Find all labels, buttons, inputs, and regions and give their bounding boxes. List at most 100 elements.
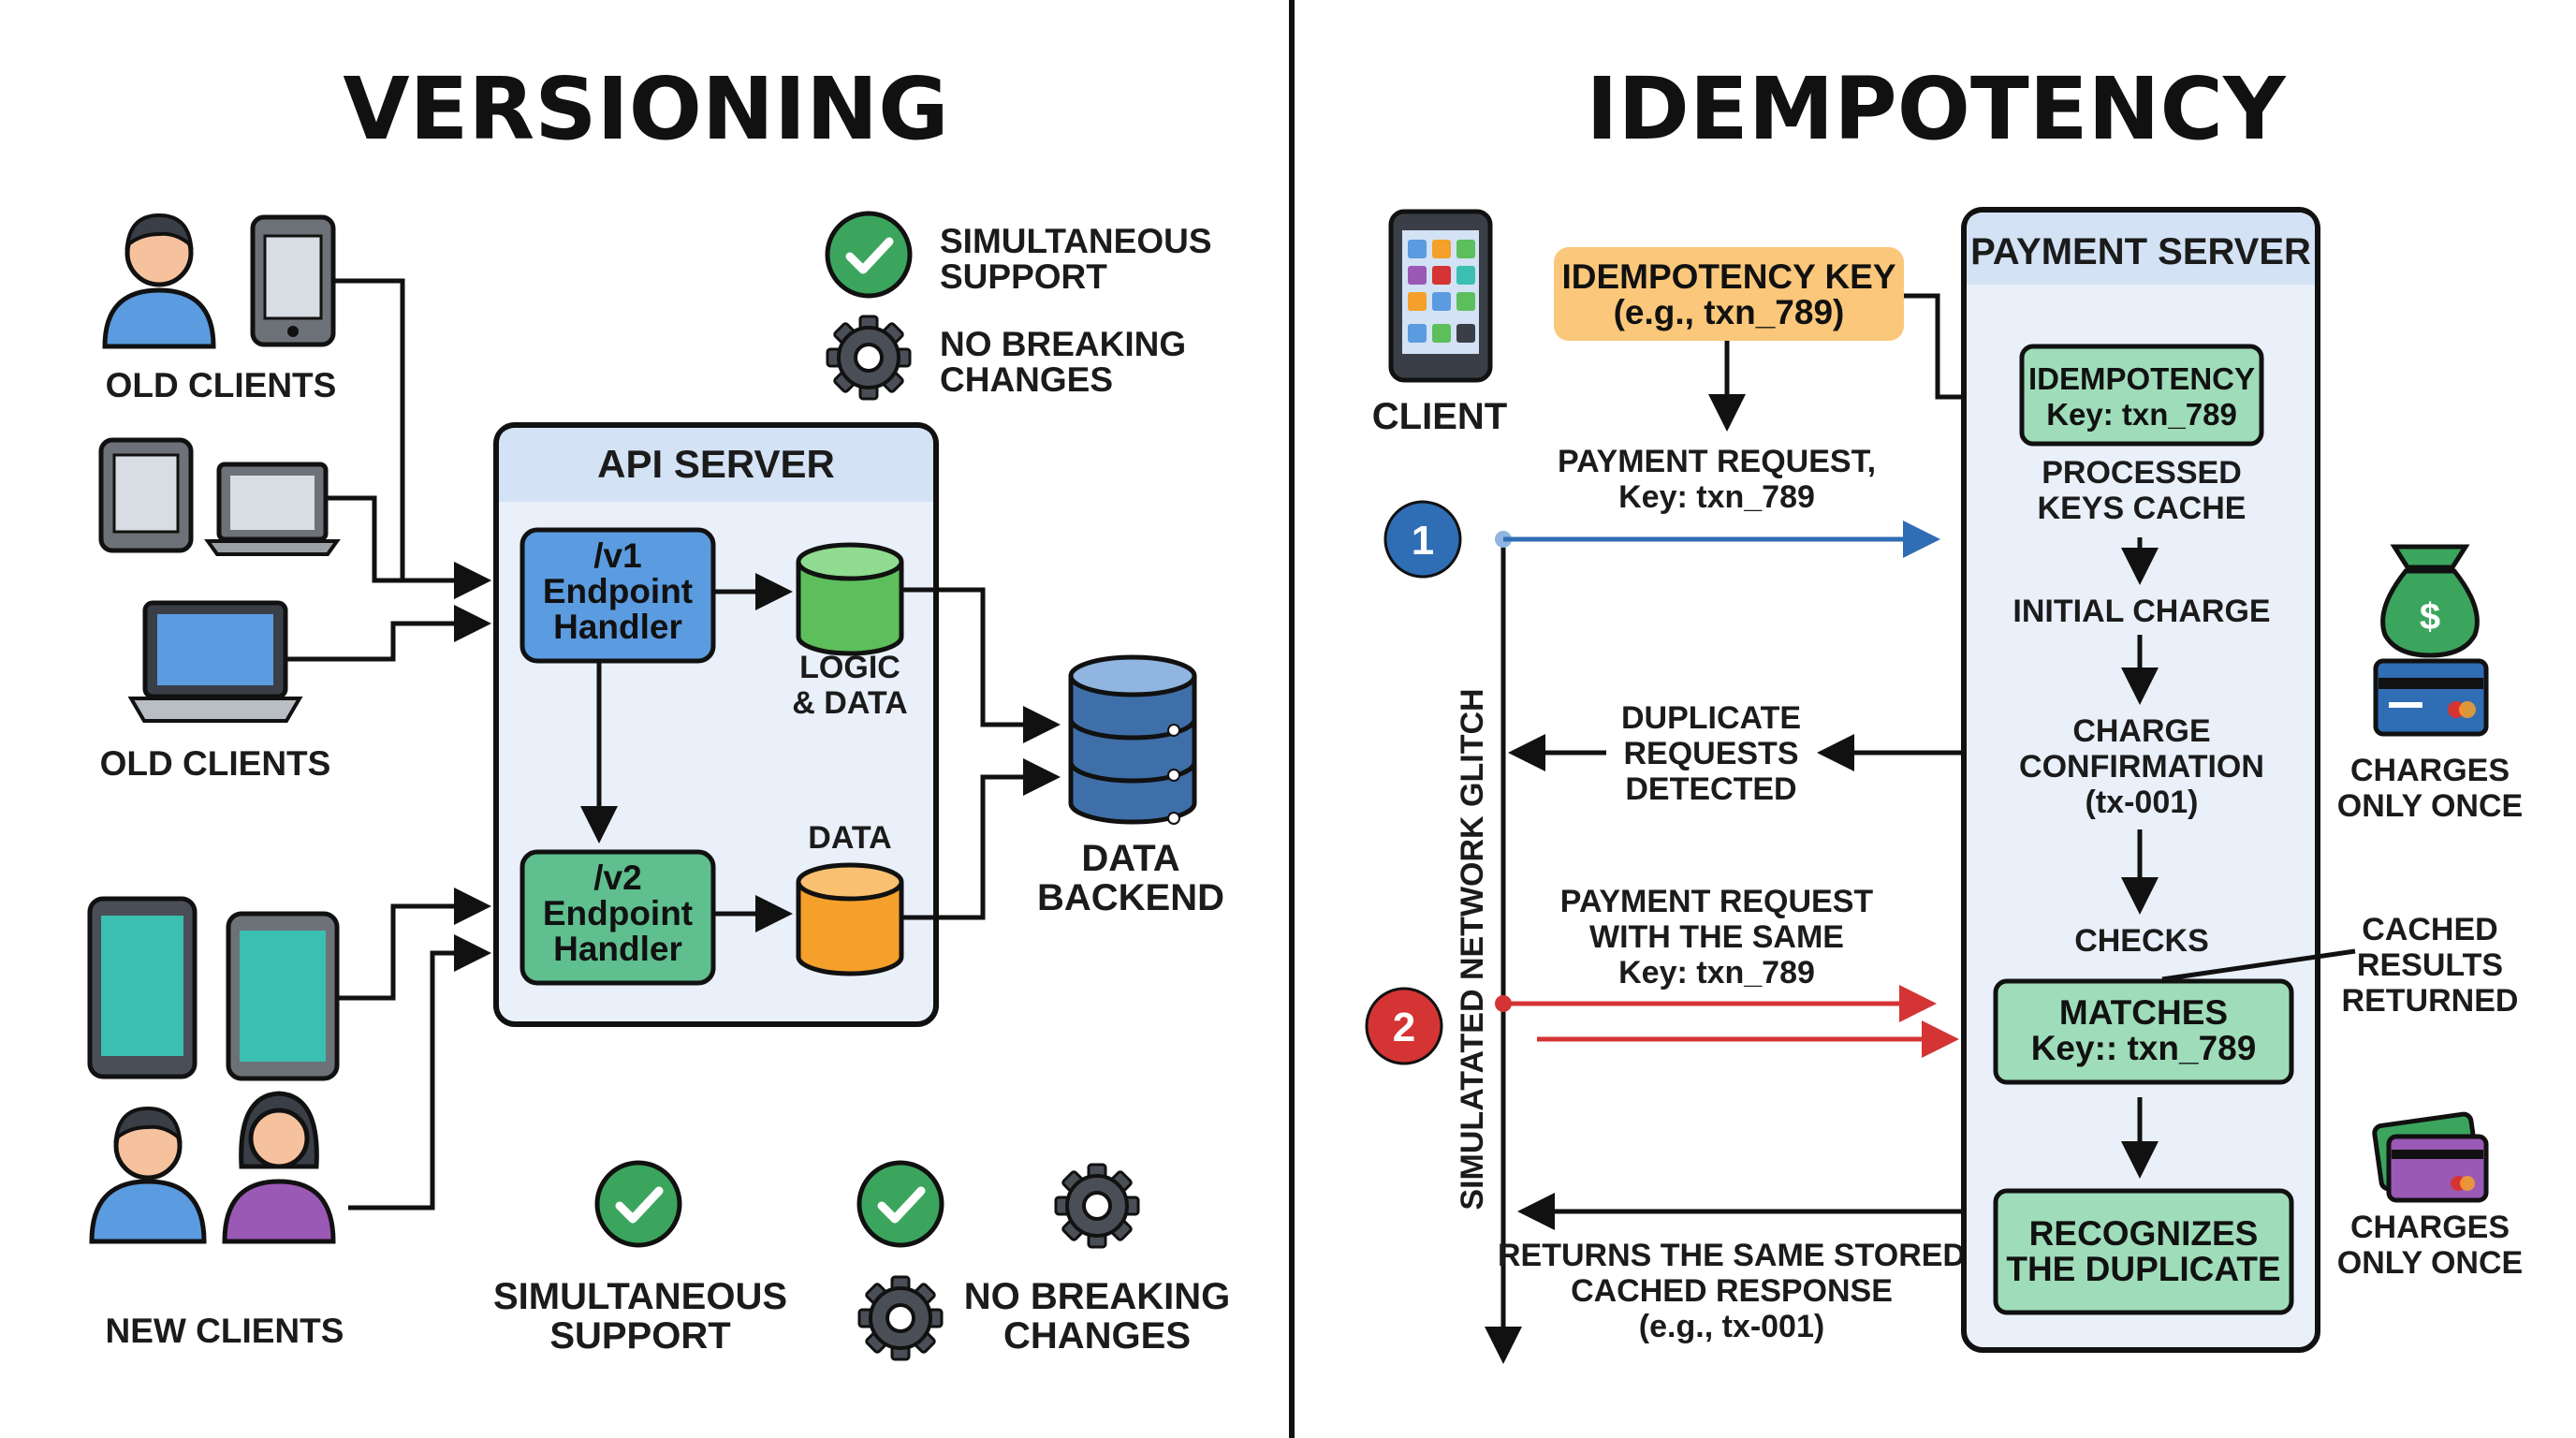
api-server-label: API SERVER [597, 442, 835, 486]
payment-same-line-1: PAYMENT REQUEST [1560, 884, 1874, 919]
v2-handler-line-3: Handler [553, 930, 682, 968]
charges-once-1-line-1: CHARGES [2350, 753, 2510, 788]
laptop-icon [204, 462, 341, 556]
v1-handler-line-1: /v1 [593, 536, 641, 575]
phone-icon [1388, 209, 1493, 383]
charges-once-2-line-1: CHARGES [2350, 1210, 2510, 1245]
cached-results-line-2: RESULTS [2357, 947, 2503, 983]
user-icon [222, 1091, 336, 1244]
idem-box-line-2: Key: txn_789 [2046, 397, 2237, 432]
returns-line-3: (e.g., tx-001) [1639, 1309, 1824, 1344]
logic-data-line-2: & DATA [792, 685, 907, 721]
step-2-badge [1365, 987, 1443, 1065]
user-icon [102, 213, 216, 349]
matches-line-2: Key:: txn_789 [2031, 1029, 2257, 1067]
check-circle-icon [597, 1163, 680, 1245]
legend-bottom-support-line-2: SUPPORT [549, 1315, 730, 1357]
confirmation-line-1: CHARGE [2072, 713, 2210, 749]
database-icon [796, 862, 904, 976]
recognizes-line-2: THE DUPLICATE [2006, 1250, 2280, 1288]
data-label: DATA [808, 820, 891, 856]
legend-bottom-breaking-line-1: NO BREAKING [964, 1276, 1230, 1317]
phone-icon [250, 214, 336, 347]
versioning-title: VERSIONING [343, 59, 948, 159]
duplicate-line-1: DUPLICATE [1621, 700, 1801, 736]
connector-old-tablet [326, 495, 491, 599]
charges-once-1-line-2: ONLY ONCE [2337, 788, 2523, 824]
gear-icon [857, 1275, 944, 1361]
old-clients-label-1: OLD CLIENTS [106, 366, 337, 404]
credit-card-icon [2373, 658, 2489, 737]
connector-old-laptop [285, 605, 491, 662]
database-icon [796, 542, 904, 656]
processed-cache-line-1: PROCESSED [2042, 455, 2242, 491]
payment-server-label: PAYMENT SERVER [1970, 231, 2311, 272]
v2-handler-line-2: Endpoint [543, 894, 693, 932]
laptop-icon [127, 600, 303, 723]
legend-top-support-line-1: SIMULTANEOUS [940, 222, 1212, 260]
v1-handler-line-2: Endpoint [543, 572, 693, 610]
matches-line-1: MATCHES [2059, 993, 2228, 1032]
idempotency-title: IDEMPOTENCY [1586, 59, 2287, 159]
money-symbol: $ [2420, 596, 2440, 638]
processed-cache-line-2: KEYS CACHE [2038, 491, 2247, 526]
payment-server-header [1967, 213, 2315, 285]
payment-request-line-2: Key: txn_789 [1618, 479, 1815, 515]
gear-icon [826, 315, 912, 401]
v1-handler-line-3: Handler [553, 608, 682, 646]
v2-handler-line-1: /v2 [593, 858, 641, 897]
step-1-badge [1383, 500, 1462, 579]
legend-top-breaking-line-1: NO BREAKING [940, 325, 1186, 363]
step-2-number: 2 [1393, 1005, 1415, 1050]
logic-data-line-1: LOGIC [799, 650, 900, 685]
returns-line-1: RETURNS THE SAME STORED [1498, 1238, 1966, 1273]
gear-icon [1054, 1163, 1140, 1249]
duplicate-line-3: DETECTED [1625, 771, 1796, 807]
connector-old-phone [333, 278, 491, 599]
checks-label: CHECKS [2074, 923, 2209, 959]
idempotency-key-box [1554, 247, 1904, 341]
returns-line-2: CACHED RESPONSE [1571, 1273, 1893, 1309]
legend-bottom-breaking-line-2: CHANGES [1003, 1315, 1191, 1357]
money-bag-icon: $ [2380, 544, 2480, 658]
initial-charge-label: INITIAL CHARGE [2012, 594, 2270, 629]
cached-results-line-3: RETURNED [2342, 983, 2519, 1019]
v1-endpoint-handler [520, 527, 716, 664]
data-backend-line-1: DATA [1081, 838, 1179, 879]
cached-results-leader [2161, 948, 2356, 982]
connector-data-backend [902, 758, 1061, 920]
legend-top-support-line-2: SUPPORT [940, 257, 1107, 296]
connector-new-phone [337, 888, 491, 1001]
old-clients-label-2: OLD CLIENTS [100, 744, 331, 783]
charges-once-2-line-2: ONLY ONCE [2337, 1245, 2523, 1281]
confirmation-line-2: CONFIRMATION [2019, 749, 2264, 785]
legend-bottom-support-line-1: SIMULTANEOUS [493, 1276, 787, 1317]
recognizes-box [1993, 1188, 2294, 1315]
data-backend-line-2: BACKEND [1037, 877, 1224, 918]
legend-top-breaking-line-2: CHANGES [940, 360, 1113, 399]
connector-logic-backend [902, 587, 1061, 743]
cached-results-line-1: CACHED [2362, 912, 2497, 947]
api-server-header [499, 428, 933, 502]
phone-icon [226, 911, 340, 1081]
duplicate-line-2: REQUESTS [1623, 736, 1798, 771]
confirmation-line-3: (tx-001) [2086, 785, 2199, 820]
check-circle-icon [827, 213, 910, 296]
idempotency-cache-box [2019, 344, 2264, 447]
step-1-number: 1 [1412, 518, 1434, 564]
v2-endpoint-handler [520, 849, 716, 986]
payment-same-line-3: Key: txn_789 [1618, 955, 1815, 990]
idem-box-line-1: IDEMPOTENCY [2028, 361, 2255, 396]
network-glitch-label: SIMULATATED NETWORK GLITCH [1455, 688, 1490, 1210]
new-clients-label: NEW CLIENTS [106, 1312, 344, 1350]
credit-card-icon [2372, 1111, 2489, 1203]
check-circle-icon [859, 1163, 942, 1245]
database-icon [1068, 654, 1197, 825]
phone-icon [87, 896, 198, 1079]
user-icon [89, 1106, 207, 1244]
payment-request-line-1: PAYMENT REQUEST, [1558, 444, 1876, 479]
matches-box [1993, 978, 2294, 1085]
key-box-line-2: (e.g., txn_789) [1614, 293, 1845, 331]
connector-new-user [348, 934, 491, 1211]
